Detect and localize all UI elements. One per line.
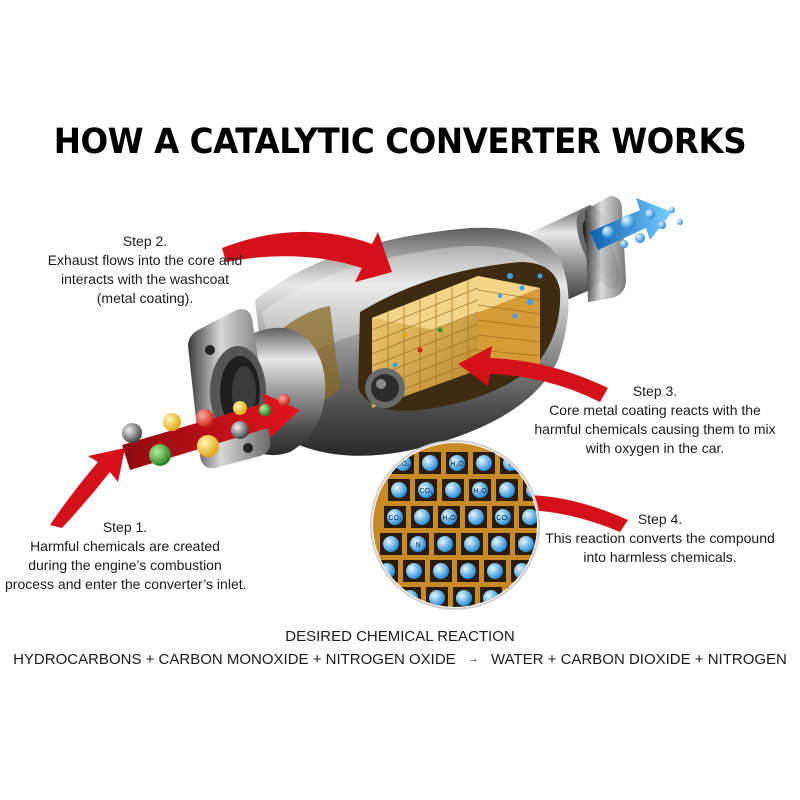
step1-line: during the engine’s combustion bbox=[28, 557, 222, 573]
molecule-ball bbox=[491, 536, 507, 552]
reaction-arrow-icon: → bbox=[467, 653, 479, 665]
molecule-label: H₂O bbox=[450, 461, 464, 468]
honeycomb-cell bbox=[507, 587, 529, 607]
molecule-ball bbox=[418, 482, 434, 498]
molecule-label: CO₂ bbox=[396, 461, 410, 468]
step4-heading: Step 4. bbox=[637, 511, 683, 527]
step4-arrow bbox=[486, 482, 628, 532]
molecule-ball bbox=[445, 482, 461, 498]
step4-caption: Step 4. This reaction converts the compo… bbox=[540, 510, 780, 567]
molecule-ball bbox=[456, 590, 472, 606]
step1-arrow bbox=[50, 448, 125, 528]
step1-heading: Step 1. bbox=[102, 519, 148, 535]
molecule-ball bbox=[422, 455, 438, 471]
step3-line: Core metal coating reacts with the bbox=[549, 402, 761, 418]
step2-line: Exhaust flows into the core and bbox=[47, 252, 243, 268]
outlet-exhaust bbox=[590, 198, 683, 250]
molecule-ball bbox=[375, 590, 391, 606]
molecule-ball bbox=[476, 455, 492, 471]
step2-caption: Step 2. Exhaust flows into the core and … bbox=[20, 232, 270, 308]
molecule-ball bbox=[522, 509, 537, 525]
molecule-ball bbox=[495, 509, 511, 525]
molecule-ball bbox=[468, 509, 484, 525]
step4-line: This reaction converts the compound bbox=[545, 530, 775, 546]
molecule-ball bbox=[441, 509, 457, 525]
molecule-ball bbox=[510, 590, 526, 606]
step2-line: (metal coating). bbox=[96, 290, 194, 306]
page-title: HOW A CATALYTIC CONVERTER WORKS bbox=[53, 122, 747, 162]
molecule-ball bbox=[449, 455, 465, 471]
molecule-ball bbox=[464, 536, 480, 552]
molecule-ball bbox=[387, 509, 403, 525]
step2-line: interacts with the washcoat bbox=[60, 271, 230, 287]
molecule-label: CO₂ bbox=[496, 515, 510, 522]
step1-caption: Step 1. Harmful chemicals are created du… bbox=[5, 518, 247, 594]
step3-caption: Step 3. Core metal coating reacts with t… bbox=[505, 382, 800, 458]
molecule-label: CO₂ bbox=[419, 488, 433, 495]
molecule-label: H₂O bbox=[442, 515, 456, 522]
step2-arrow bbox=[222, 231, 392, 282]
molecule-label: CO₂ bbox=[388, 515, 402, 522]
molecule-ball bbox=[406, 563, 422, 579]
step3-line: harmful chemicals causing them to mix bbox=[534, 421, 776, 437]
reaction-title: DESIRED CHEMICAL REACTION bbox=[285, 628, 515, 645]
molecule-label: H₂O bbox=[473, 488, 487, 495]
reaction-equation: HYDROCARBONS + CARBON MONOXIDE + NITROGE… bbox=[0, 651, 800, 668]
molecule-ball bbox=[383, 536, 399, 552]
molecule-ball bbox=[499, 482, 515, 498]
step2-heading: Step 2. bbox=[122, 233, 168, 249]
step4-line: into harmless chemicals. bbox=[583, 549, 737, 565]
reaction-products: WATER + CARBON DIOXIDE + NITROGEN bbox=[491, 651, 787, 668]
molecule-ball bbox=[487, 563, 503, 579]
step3-arrow bbox=[458, 346, 608, 402]
molecule-ball bbox=[429, 590, 445, 606]
step1-line: Harmful chemicals are created bbox=[30, 538, 220, 554]
molecule-ball bbox=[437, 536, 453, 552]
molecule-ball bbox=[460, 563, 476, 579]
molecule-ball bbox=[433, 563, 449, 579]
molecule-label: N bbox=[415, 542, 420, 549]
molecule-ball bbox=[472, 482, 488, 498]
honeycomb-cell bbox=[373, 587, 394, 607]
molecule-ball bbox=[410, 536, 426, 552]
reaction-reactants: HYDROCARBONS + CARBON MONOXIDE + NITROGE… bbox=[13, 651, 456, 668]
step3-line: with oxygen in the car. bbox=[585, 440, 725, 456]
molecule-ball bbox=[414, 509, 430, 525]
inlet-molecules bbox=[122, 394, 290, 466]
step3-heading: Step 3. bbox=[632, 383, 678, 399]
step1-line: process and enter the converter’s inlet. bbox=[5, 576, 247, 592]
magnified-core: CO₂H₂ONCO₂H₂ONCO₂H₂OCO₂N bbox=[370, 440, 540, 610]
molecule-ball bbox=[518, 536, 534, 552]
molecule-ball bbox=[391, 482, 407, 498]
